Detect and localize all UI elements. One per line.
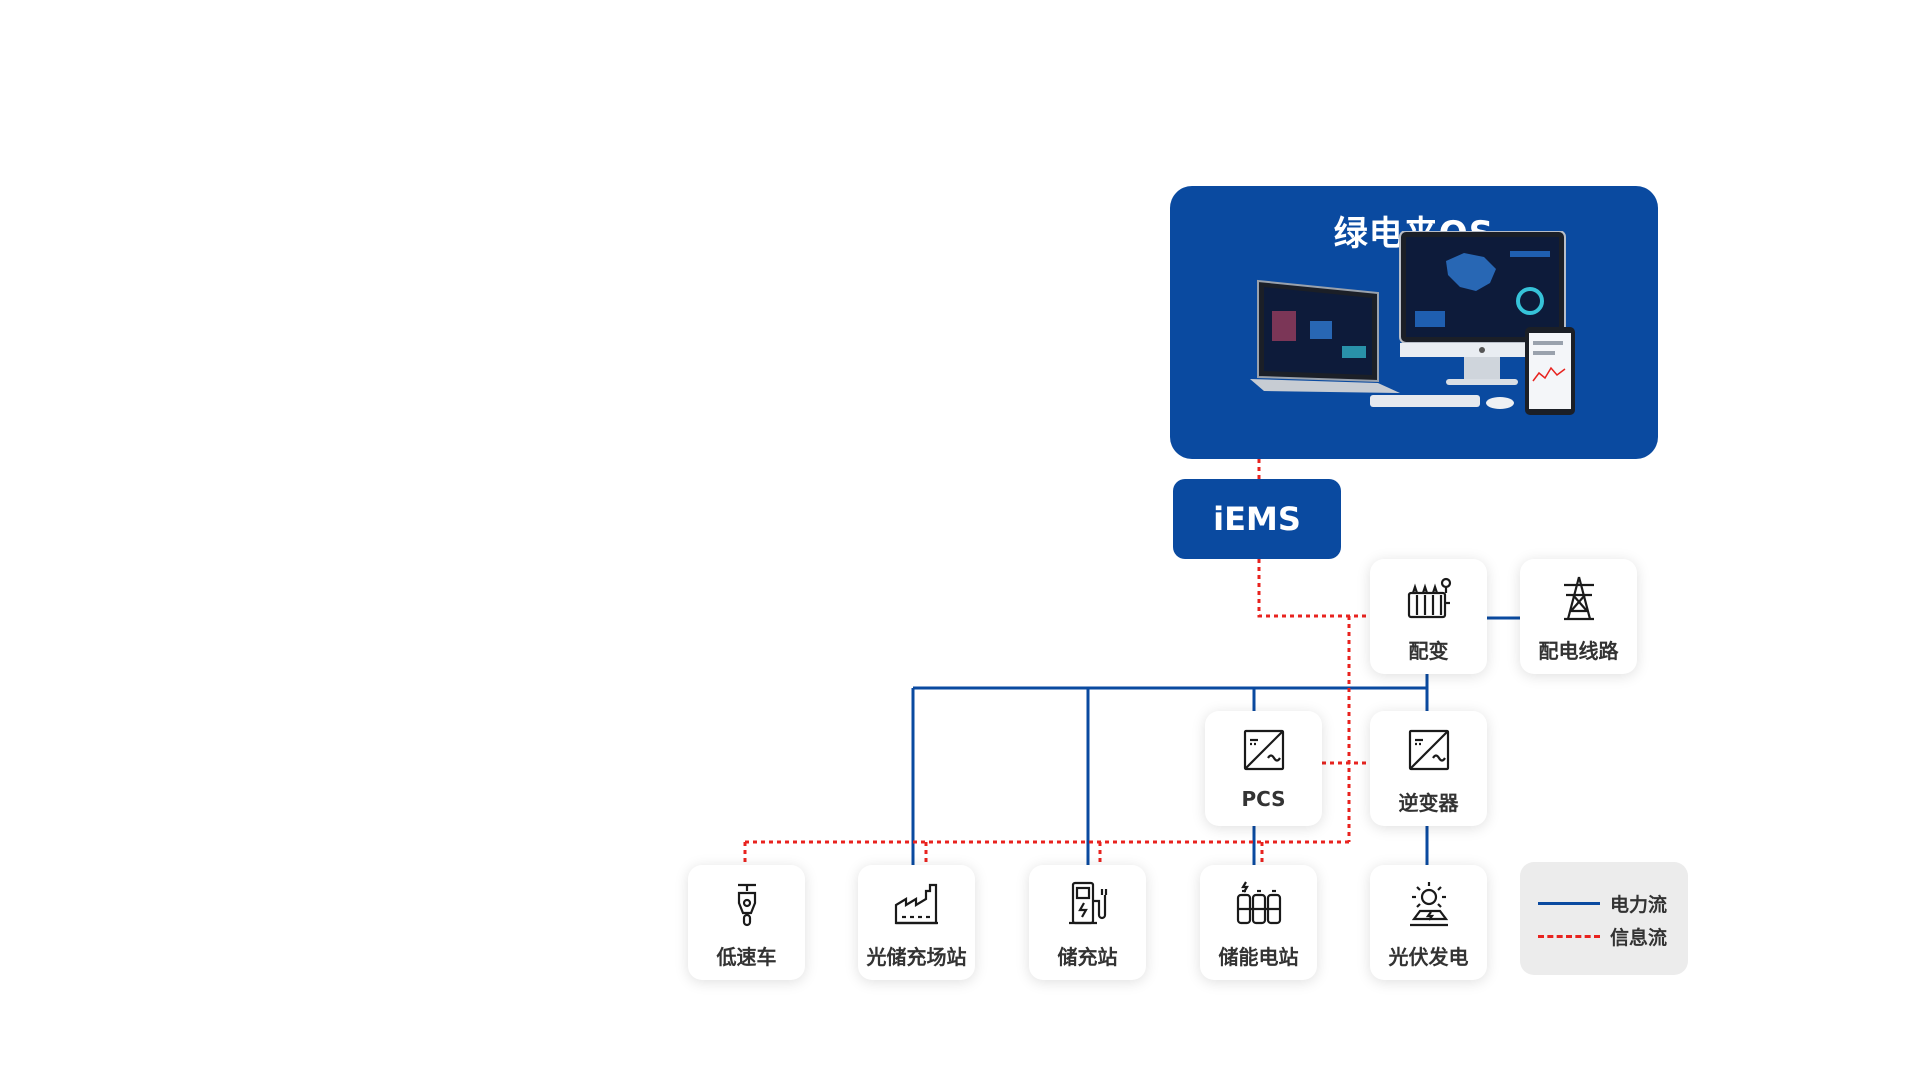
legend-label: 电力流 (1610, 894, 1668, 916)
factory-icon (894, 883, 938, 925)
legend-dashed-swatch (1538, 935, 1600, 938)
converter-icon (1408, 729, 1450, 771)
node-charging-station: 储充站 (1029, 865, 1146, 980)
solar-panel-icon (1410, 882, 1449, 927)
transformer-icon (1407, 577, 1452, 619)
node-inverter: 逆变器 (1370, 711, 1487, 826)
legend-power-flow: 电力流 (1538, 890, 1667, 917)
keyboard-icon (1370, 395, 1480, 407)
node-label: 逆变器 (1398, 791, 1459, 815)
info-line-iems-transformer (1257, 559, 1370, 618)
legend-solid-swatch (1538, 902, 1600, 905)
legend-info-flow: 信息流 (1538, 923, 1667, 950)
node-label: PCS (1241, 787, 1286, 811)
laptop-icon (1250, 279, 1400, 393)
node-label: 光储充场站 (866, 945, 967, 969)
charger-icon (1069, 881, 1108, 925)
tablet-icon (1525, 327, 1575, 415)
battery-icon (1236, 881, 1282, 925)
node-label: 配电线路 (1538, 639, 1619, 663)
transmission-tower-icon (1564, 576, 1594, 621)
scooter-icon (737, 883, 757, 927)
monitor-icon (1399, 231, 1566, 385)
node-transformer: 配变 (1370, 559, 1487, 674)
os-platform-box: 绿电来OS (1170, 186, 1658, 459)
devices-illustration (1250, 231, 1575, 415)
node-label: 低速车 (716, 945, 777, 969)
node-pv-generation: 光伏发电 (1370, 865, 1487, 980)
node-label: 储能电站 (1218, 945, 1299, 969)
node-low-speed-vehicle: 低速车 (688, 865, 805, 980)
node-pv-storage-charging: 光储充场站 (858, 865, 975, 980)
power-flow-lines (911, 616, 1520, 865)
legend: 电力流 信息流 (1520, 862, 1688, 975)
legend-label: 信息流 (1610, 927, 1668, 949)
node-label: 储充站 (1057, 945, 1118, 969)
node-energy-storage: 储能电站 (1200, 865, 1317, 980)
info-flow-lines (743, 459, 1370, 865)
converter-icon (1243, 729, 1285, 771)
node-pcs: PCS (1205, 711, 1322, 826)
iems-box: iEMS (1173, 479, 1341, 559)
mouse-icon (1486, 397, 1514, 409)
node-label: 配变 (1408, 639, 1449, 663)
node-grid-line: 配电线路 (1520, 559, 1637, 674)
node-label: 光伏发电 (1388, 945, 1469, 969)
